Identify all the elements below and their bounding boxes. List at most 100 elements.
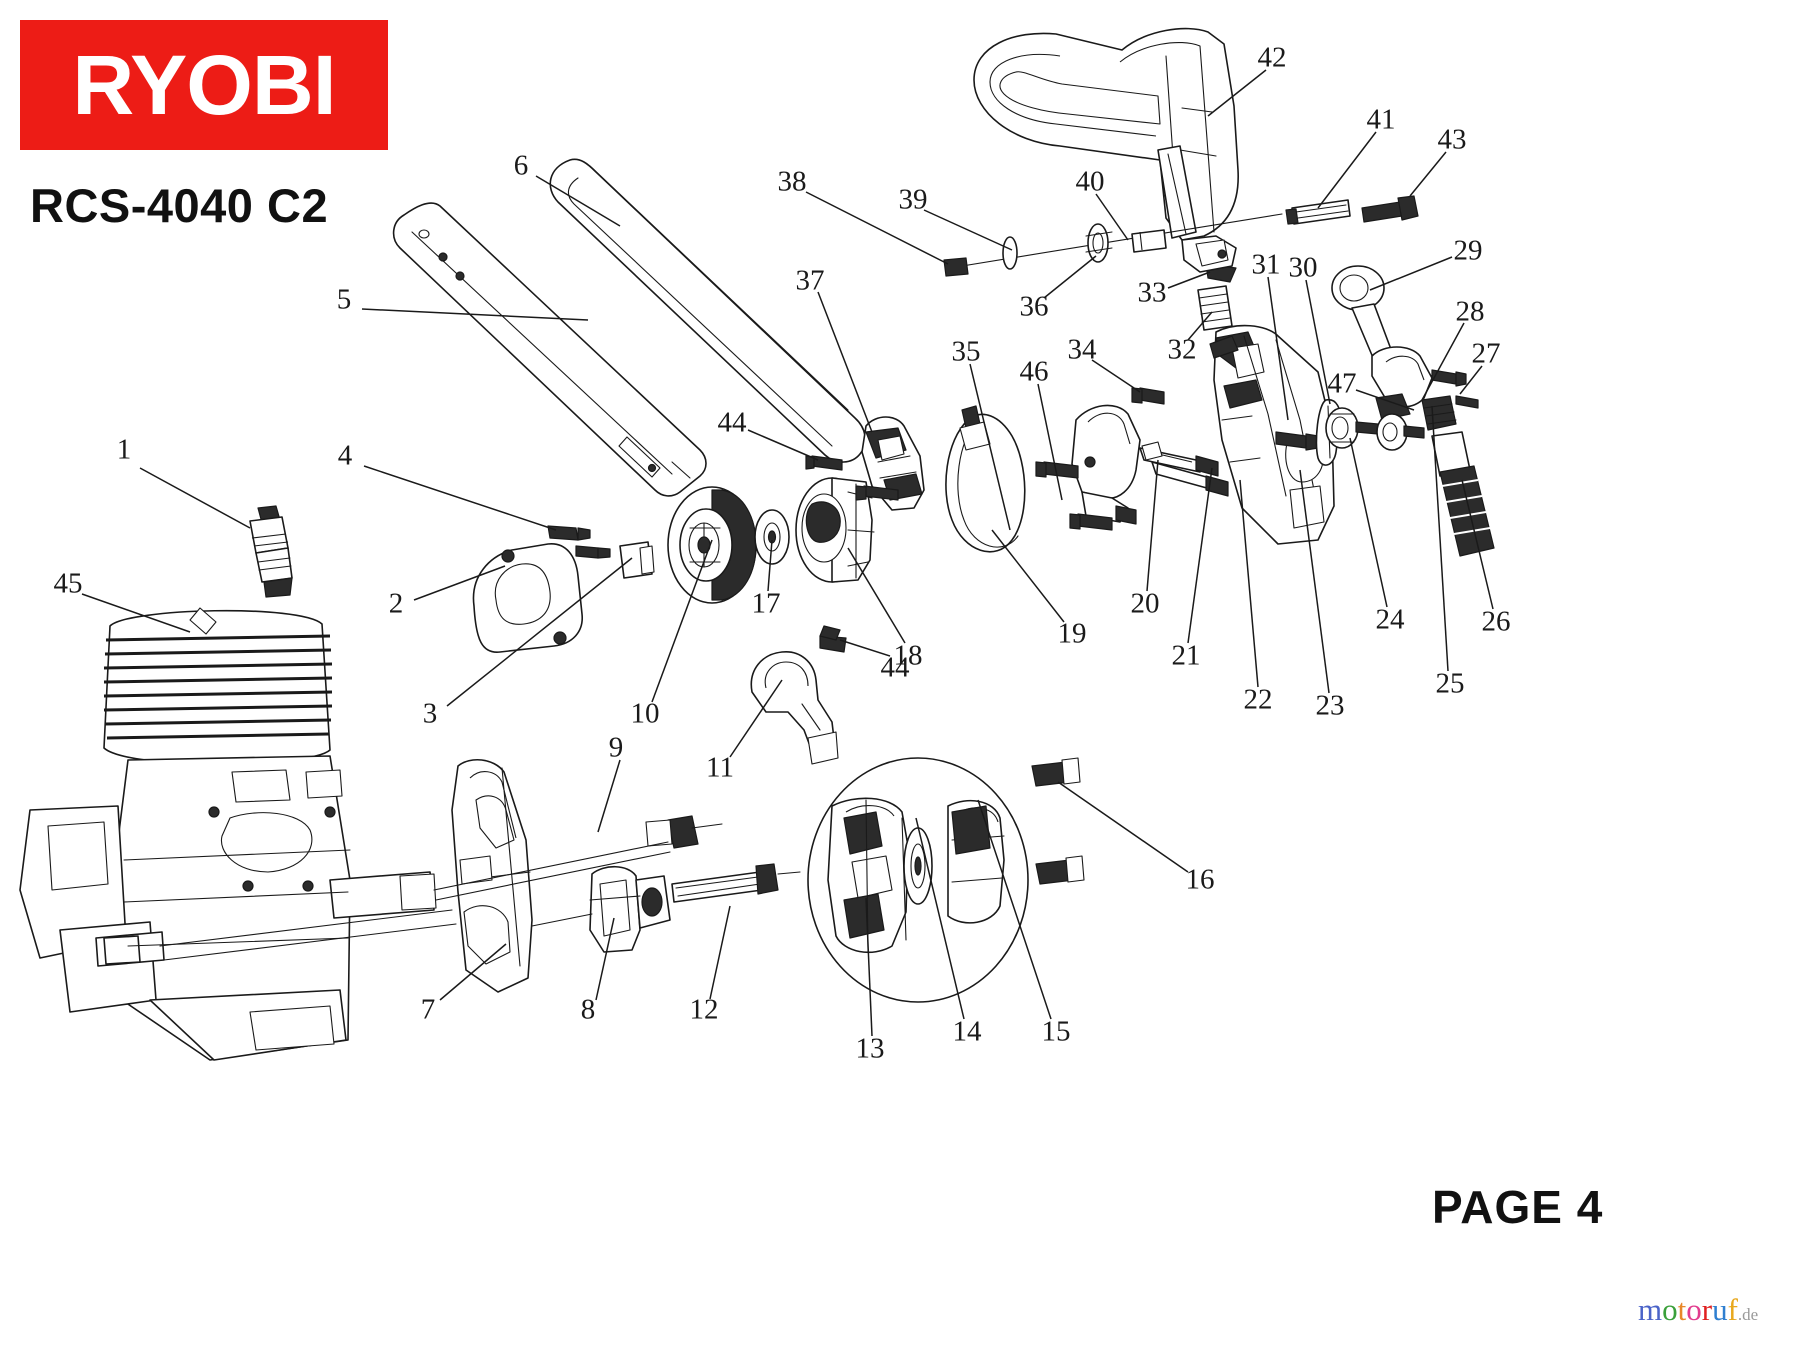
part-flywheel-assembly xyxy=(807,757,1029,1003)
callout-number-28: 28 xyxy=(1455,295,1485,328)
leader-line-33 xyxy=(1167,271,1211,289)
leader-line-27 xyxy=(1459,365,1483,395)
callout-number-36: 36 xyxy=(1019,290,1049,323)
ryobi-logo: RYOBI xyxy=(20,20,388,150)
callout-number-27: 27 xyxy=(1471,337,1501,370)
callout-number-46: 46 xyxy=(1019,355,1049,388)
part-clutch-drum-10 xyxy=(667,486,757,604)
callout-number-13: 13 xyxy=(855,1032,885,1065)
callout-number-44b: 44 xyxy=(880,651,910,684)
part-pin-31 xyxy=(1275,431,1319,451)
watermark-letter: r xyxy=(1701,1292,1713,1327)
callout-number-34: 34 xyxy=(1067,333,1097,366)
leader-line-45 xyxy=(81,593,191,633)
leader-line-31 xyxy=(1267,276,1289,421)
leader-line-37 xyxy=(817,291,873,433)
part-spark-plug xyxy=(249,505,293,598)
part-saw-chain xyxy=(549,158,867,463)
part-bolt-43 xyxy=(1361,195,1419,223)
callout-number-23: 23 xyxy=(1315,689,1345,722)
watermark-tld: .de xyxy=(1737,1305,1759,1324)
ryobi-logo-text: RYOBI xyxy=(72,38,336,132)
callout-number-21: 21 xyxy=(1171,639,1201,672)
leader-line-23 xyxy=(1299,469,1330,694)
callout-number-15: 15 xyxy=(1041,1015,1071,1048)
part-screw-44-upper xyxy=(805,455,843,471)
part-small-bushing-3 xyxy=(619,541,655,579)
callout-number-6: 6 xyxy=(513,149,529,182)
part-pins-16 xyxy=(1031,757,1085,885)
part-tension-spring-26 xyxy=(1325,369,1495,557)
part-gasket-cover xyxy=(472,525,611,653)
part-front-handle-42 xyxy=(973,27,1239,273)
leader-line-24 xyxy=(1349,437,1388,608)
leader-line-41 xyxy=(1317,131,1377,209)
callout-number-44: 44 xyxy=(717,406,747,439)
callout-number-31: 31 xyxy=(1251,248,1281,281)
leader-line-38 xyxy=(805,191,949,265)
leader-line-47 xyxy=(1355,389,1415,411)
leader-line-21 xyxy=(1187,467,1213,644)
leader-line-29 xyxy=(1369,256,1453,291)
callout-number-16: 16 xyxy=(1185,863,1215,896)
part-side-cover-37 xyxy=(861,416,925,511)
callout-number-1: 1 xyxy=(116,433,132,466)
leader-line-39 xyxy=(923,209,1013,251)
part-handle-bolt-assembly xyxy=(943,213,1283,277)
part-screw-side-cover xyxy=(855,485,899,501)
leader-line-44 xyxy=(747,429,819,461)
callout-number-8: 8 xyxy=(580,993,596,1026)
part-screws-46-34 xyxy=(1035,387,1165,531)
leader-line-7 xyxy=(439,943,507,1001)
callout-number-37: 37 xyxy=(795,264,825,297)
callout-number-33: 33 xyxy=(1137,276,1167,309)
leader-line-35 xyxy=(969,363,1011,531)
leader-line-34 xyxy=(1091,359,1141,393)
leader-line-43 xyxy=(1409,151,1447,197)
leader-line-9 xyxy=(597,759,621,833)
part-engine-cylinder-block xyxy=(19,607,437,1061)
callout-number-39: 39 xyxy=(898,183,928,216)
part-muffler-shield-7 xyxy=(451,759,533,993)
part-shaft-lines xyxy=(159,841,671,961)
part-carburetor-8 xyxy=(589,865,671,953)
watermark-letter: t xyxy=(1677,1292,1687,1327)
leader-line-42 xyxy=(1207,69,1267,117)
callout-number-12: 12 xyxy=(689,993,719,1026)
callout-number-9: 9 xyxy=(608,731,624,764)
leader-line-6 xyxy=(535,175,621,227)
part-bolt-41 xyxy=(1285,199,1351,225)
page-label: PAGE 4 xyxy=(1432,1181,1604,1233)
motoruf-watermark: motoruf.de xyxy=(1638,1292,1758,1328)
callout-leader-lines xyxy=(81,69,1494,1037)
leader-line-16 xyxy=(1057,781,1189,873)
watermark-letter: o xyxy=(1662,1292,1678,1327)
part-throttle-lever xyxy=(1035,387,1165,531)
leader-line-8 xyxy=(595,917,615,1001)
part-tensioner-arm-29 xyxy=(1331,265,1433,421)
leader-line-44b xyxy=(839,639,891,657)
part-oil-hose-elbow-11 xyxy=(750,651,839,765)
callout-number-22: 22 xyxy=(1243,683,1273,716)
part-stud-12 xyxy=(671,863,801,903)
callout-number-5: 5 xyxy=(336,283,352,316)
leader-line-15 xyxy=(977,799,1052,1020)
part-linkage-rods xyxy=(1139,441,1229,497)
leader-line-32 xyxy=(1187,311,1213,341)
callout-number-20: 20 xyxy=(1130,587,1160,620)
leader-line-19 xyxy=(991,529,1065,623)
callout-number-47: 47 xyxy=(1327,367,1357,400)
part-brake-band-19 xyxy=(945,405,1026,553)
leader-line-46 xyxy=(1037,383,1063,501)
callout-number-38: 38 xyxy=(777,165,807,198)
leader-line-5 xyxy=(361,308,589,321)
leader-line-18 xyxy=(847,547,906,644)
leader-line-13 xyxy=(865,897,873,1037)
leader-line-11 xyxy=(729,679,783,758)
callout-number-24: 24 xyxy=(1375,603,1405,636)
leader-line-12 xyxy=(709,905,731,1000)
watermark-letter: f xyxy=(1727,1292,1738,1327)
callout-number-32: 32 xyxy=(1167,333,1197,366)
